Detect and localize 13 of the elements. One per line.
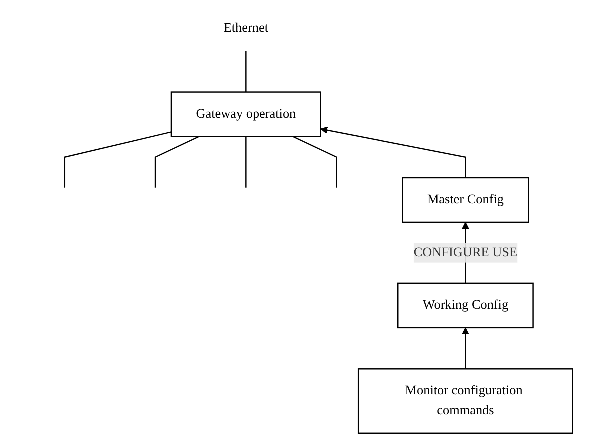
connector bbox=[64, 132, 172, 188]
connector bbox=[246, 51, 247, 92]
connector bbox=[154, 136, 200, 188]
node-box: Master Config bbox=[402, 177, 530, 224]
node-text: Ethernet bbox=[224, 21, 268, 36]
connector bbox=[292, 136, 338, 188]
arrow bbox=[320, 126, 466, 178]
edge-label: CONFIGURE USE bbox=[414, 246, 518, 260]
connector bbox=[246, 136, 247, 188]
node-box: Gateway operation bbox=[170, 92, 322, 138]
node-box: Monitor configuration commands bbox=[358, 368, 574, 434]
node-box: Working Config bbox=[398, 282, 534, 329]
arrow bbox=[462, 328, 470, 370]
